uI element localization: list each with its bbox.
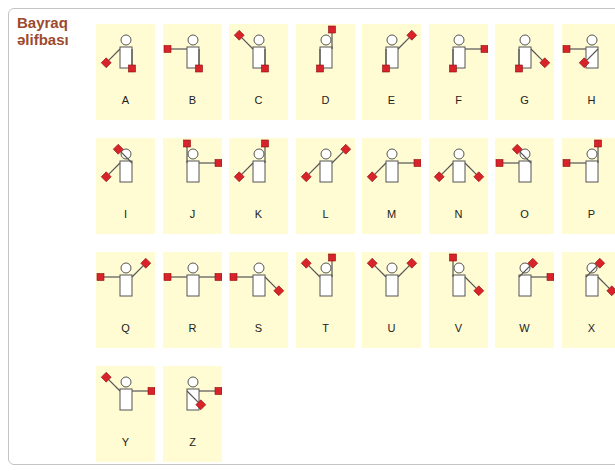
letter-cell: I bbox=[96, 138, 155, 234]
letter-label: P bbox=[562, 208, 615, 220]
letter-label: Z bbox=[163, 436, 222, 448]
letter-cell: D bbox=[296, 24, 355, 120]
letter-label: S bbox=[229, 322, 288, 334]
letter-cell: O bbox=[495, 138, 554, 234]
chart-title: Bayraq əlifbası bbox=[17, 14, 89, 48]
letter-cell: M bbox=[362, 138, 421, 234]
letter-cell: N bbox=[429, 138, 488, 234]
letter-label: Q bbox=[96, 322, 155, 334]
letter-cell: U bbox=[362, 252, 421, 348]
letter-label: C bbox=[229, 94, 288, 106]
letter-label: Y bbox=[96, 436, 155, 448]
letter-label: K bbox=[229, 208, 288, 220]
letter-label: B bbox=[163, 94, 222, 106]
letter-cell: H bbox=[562, 24, 615, 120]
letter-label: U bbox=[362, 322, 421, 334]
letter-cell: T bbox=[296, 252, 355, 348]
letter-label: V bbox=[429, 322, 488, 334]
letter-label: H bbox=[562, 94, 615, 106]
letter-label: X bbox=[562, 322, 615, 334]
letter-label: G bbox=[495, 94, 554, 106]
letter-label: J bbox=[163, 208, 222, 220]
letter-label: N bbox=[429, 208, 488, 220]
letter-cell: B bbox=[163, 24, 222, 120]
letter-label: I bbox=[96, 208, 155, 220]
letter-label: E bbox=[362, 94, 421, 106]
letter-cell: X bbox=[562, 252, 615, 348]
letter-cell: P bbox=[562, 138, 615, 234]
letter-cell: Z bbox=[163, 366, 222, 462]
letter-label: W bbox=[495, 322, 554, 334]
letter-cell: W bbox=[495, 252, 554, 348]
letter-label: A bbox=[96, 94, 155, 106]
letter-cell: Y bbox=[96, 366, 155, 462]
letter-label: T bbox=[296, 322, 355, 334]
letter-cell: Q bbox=[96, 252, 155, 348]
letter-cell: F bbox=[429, 24, 488, 120]
letter-cell: C bbox=[229, 24, 288, 120]
letter-label: F bbox=[429, 94, 488, 106]
letter-cell: R bbox=[163, 252, 222, 348]
letter-cell: V bbox=[429, 252, 488, 348]
letter-label: L bbox=[296, 208, 355, 220]
letter-cell: E bbox=[362, 24, 421, 120]
letter-label: D bbox=[296, 94, 355, 106]
letter-cell: G bbox=[495, 24, 554, 120]
letter-label: M bbox=[362, 208, 421, 220]
letter-cell: K bbox=[229, 138, 288, 234]
letter-label: O bbox=[495, 208, 554, 220]
letter-cell: L bbox=[296, 138, 355, 234]
letter-cell: A bbox=[96, 24, 155, 120]
letter-cell: J bbox=[163, 138, 222, 234]
letter-cell: S bbox=[229, 252, 288, 348]
letter-label: R bbox=[163, 322, 222, 334]
